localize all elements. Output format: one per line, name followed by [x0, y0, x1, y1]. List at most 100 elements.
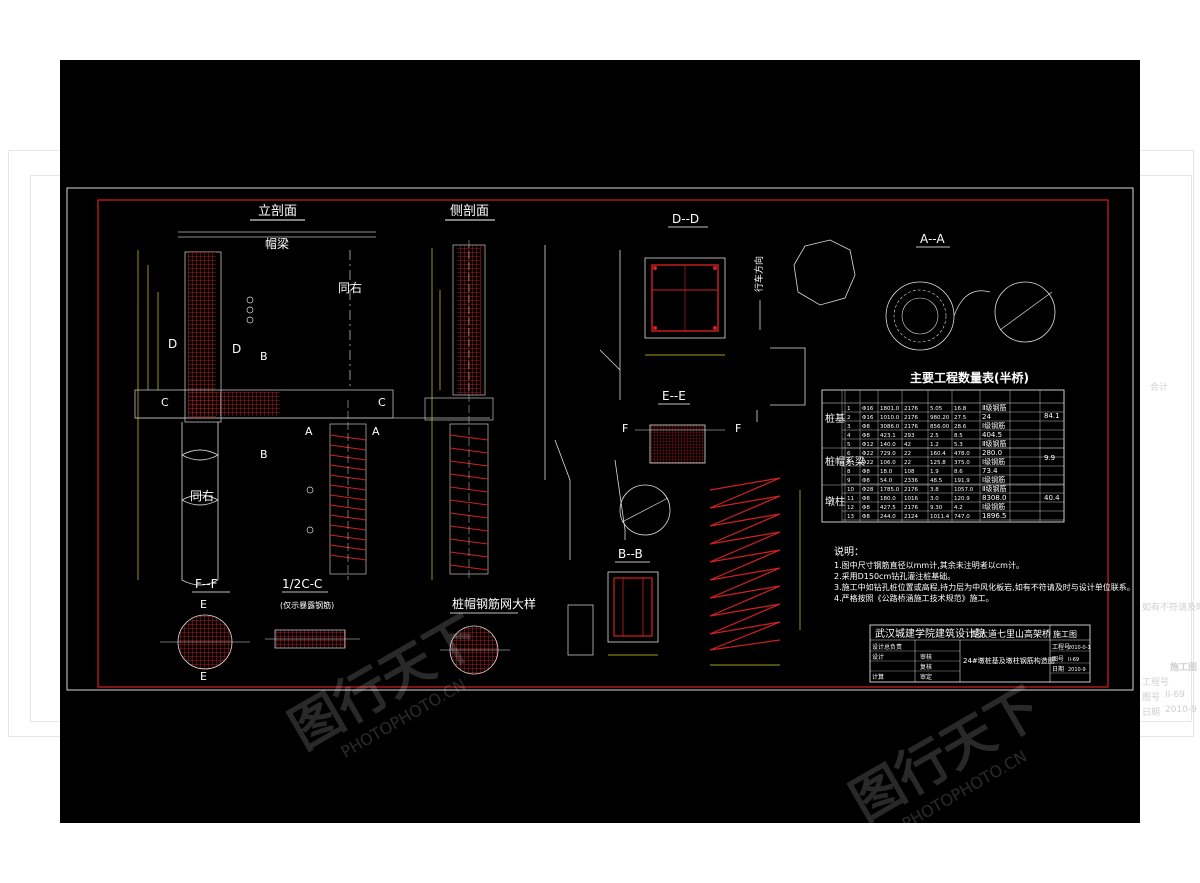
ghost-right-stage: 施工图 [1170, 663, 1198, 673]
table-cell: 2.5 [930, 433, 939, 439]
column-rebar-cage [188, 252, 216, 417]
table-cell: 6 [847, 451, 851, 457]
tb-project: 湖大道七里山高架桥 [970, 628, 1051, 640]
table-cell: 2176 [904, 424, 918, 430]
bb-title: B--B [618, 547, 643, 561]
dd-title: D--D [672, 212, 699, 226]
section-ee: E--E F F [622, 389, 741, 464]
table-cell: 108 [904, 469, 915, 475]
table-cell: 423.1 [880, 433, 896, 439]
table-cell: 42 [904, 442, 911, 448]
table-cell: 140.0 [880, 442, 896, 448]
ghost-right-label-0: 工程号 [1142, 678, 1170, 688]
side-cap [424, 397, 494, 421]
ghost-right-label-2: 日期 [1142, 708, 1161, 718]
elevation-title: 立剖面 [258, 204, 297, 219]
section-letter-d-right: D [232, 342, 241, 356]
table-cell: 1010.0 [880, 415, 900, 421]
table-cell: 1.2 [930, 442, 939, 448]
table-cell: Φ8 [862, 478, 870, 484]
note-line-0: 1.图中尺寸钢筋直径以mm计,其余未注明者以cm计。 [834, 560, 1024, 570]
tb-role-4: 审定 [920, 673, 932, 681]
cad-drawing-sheet: 立剖面 帽梁 同右 同右 D D C C B B A [60, 60, 1140, 823]
table-cell: 4.2 [954, 505, 963, 511]
table-cell: 1 [847, 406, 851, 412]
table-cell: 1011.4 [930, 514, 950, 520]
title-block: 武汉城建学院建筑设计院 湖大道七里山高架桥 施工图 24#墩桩基及墩柱钢筋构造图… [869, 624, 1091, 683]
tb-role-5: 计算 [872, 673, 884, 681]
table-cell: 8308.0 [982, 494, 1007, 502]
table-cell: Ⅰ级钢筋 [982, 457, 1005, 466]
section-bb: B--B [567, 547, 659, 656]
table-cell: 2176 [904, 415, 918, 421]
elevation-view: 立剖面 帽梁 同右 同右 D D C C B B A [134, 204, 490, 586]
table-cell: 10 [847, 487, 854, 493]
table-cell: 28.6 [954, 424, 967, 430]
table-group-0: 桩基 [825, 412, 845, 425]
table-cell: 191.9 [954, 478, 970, 484]
table-group-2: 墩柱 [825, 495, 845, 508]
cc-title: 1/2C-C [282, 577, 322, 591]
table-cell: 856.00 [930, 424, 950, 430]
section-letter-e-top: E [200, 598, 207, 611]
mesh-detail: 桩帽钢筋网大样 [440, 596, 536, 675]
table-cell: 18.0 [880, 469, 893, 475]
table-cell: 2336 [904, 478, 918, 484]
table-cell: 13 [847, 514, 854, 520]
table-cell: Ⅰ级钢筋 [982, 475, 1005, 484]
table-cell: 2176 [904, 487, 918, 493]
section-cc: 1/2C-C (仅示暴露钢筋) [265, 577, 360, 649]
rebar-l-shape [756, 347, 806, 422]
aa-pile-circle [994, 281, 1056, 343]
table-total-0: 84.1 [1044, 412, 1060, 420]
side-title: 侧剖面 [450, 204, 489, 219]
tb-label-1: 图号 [1052, 656, 1064, 663]
tb-drawing: 24#墩桩基及墩柱钢筋构造图 [963, 656, 1055, 665]
pile-outline-left [181, 422, 219, 586]
table-cell: 427.5 [880, 505, 896, 511]
table-cell: 22 [904, 451, 911, 457]
table-group-1: 桩帽系梁 [825, 455, 865, 468]
table-cell: 106.0 [880, 460, 896, 466]
table-cell: 160.4 [930, 451, 946, 457]
section-letter-a-left: A [305, 425, 313, 438]
table-cell: 3 [847, 424, 851, 430]
side-view: 侧剖面 [424, 204, 495, 580]
table-cell: 120.9 [954, 496, 970, 502]
same-right-label-lower: 同右 [190, 488, 214, 503]
ghost-right-note: 如有不符请及时与设计 [1142, 603, 1200, 613]
table-cell: 1016 [904, 496, 918, 502]
table-cell: Ⅱ级钢筋 [982, 403, 1006, 412]
table-cell: Φ8 [862, 424, 870, 430]
table-cell: Φ16 [862, 415, 874, 421]
table-cell: 9 [847, 478, 851, 484]
table-cell: 478.0 [954, 451, 970, 457]
ee-title: E--E [662, 389, 686, 403]
section-letter-c-left: C [161, 396, 169, 409]
table-cell: Ⅰ级钢筋 [982, 502, 1005, 511]
table-cell: 729.0 [880, 451, 896, 457]
table-cell: Φ22 [862, 460, 873, 466]
section-letter-b-upper: B [260, 350, 268, 363]
table-cell: 11 [847, 496, 854, 502]
ghost-right-value-0: II-69 [1165, 690, 1186, 700]
tb-role-3: 复核 [920, 663, 932, 671]
tb-label-0: 工程号 [1052, 643, 1070, 651]
note-line-3: 4.严格按照《公路桥涵施工技术规范》施工。 [834, 593, 994, 603]
table-title: 主要工程数量表(半桥) [910, 370, 1029, 385]
table-cell: 2176 [904, 406, 918, 412]
tb-value-2: 2010-9 [1068, 667, 1086, 673]
tb-label-2: 日期 [1052, 665, 1064, 673]
section-aa: A--A [793, 232, 1056, 351]
table-cell: 1785.0 [880, 487, 900, 493]
table-total-2: 40.4 [1044, 494, 1060, 502]
aa-spiral-ring [885, 281, 955, 351]
table-cell: 180.0 [880, 496, 896, 502]
ff-title: F--F [195, 577, 218, 591]
tb-value-0: 2010-0-1 [1068, 645, 1091, 651]
pile-spiral-hatch [329, 434, 367, 561]
table-cell: 16.8 [954, 406, 967, 412]
ghost-right-label: 合计 [1150, 383, 1169, 393]
section-letter-a-right: A [372, 425, 380, 438]
